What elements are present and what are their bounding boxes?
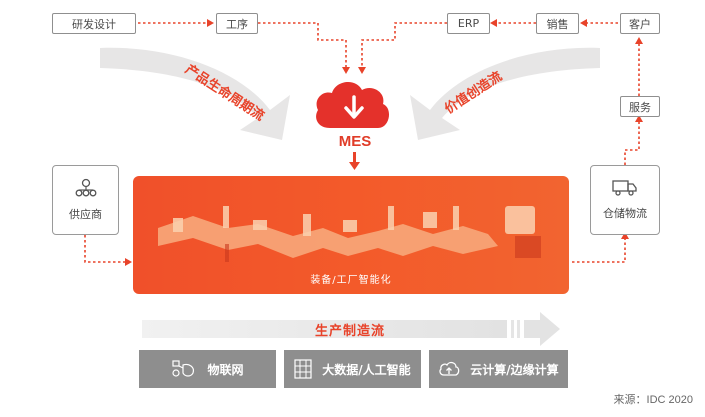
logistics-box: 仓储物流 — [590, 165, 660, 235]
arrowhead — [125, 258, 132, 266]
rd-design-box: 研发设计 — [52, 13, 136, 34]
logistics-label: 仓储物流 — [603, 205, 647, 221]
production-flow-label: 生产制造流 — [290, 320, 410, 339]
cloud-edge-label: 云计算/边缘计算 — [470, 361, 558, 378]
process-box: 工序 — [216, 13, 258, 34]
bigdata-ai-box: 大数据/人工智能 — [284, 350, 421, 388]
data-grid-icon — [294, 359, 312, 379]
iot-box: 物联网 — [139, 350, 276, 388]
iot-label: 物联网 — [207, 361, 243, 378]
cloud-upload-icon — [438, 360, 460, 378]
customer-label: 客户 — [629, 16, 651, 32]
connector-logistics-service — [625, 118, 639, 165]
mes-label: MES — [335, 133, 375, 150]
supplier-label: 供应商 — [69, 206, 102, 222]
connector-supplier-factory — [85, 235, 128, 262]
sales-box: 销售 — [536, 13, 579, 34]
arrowhead — [342, 67, 350, 74]
customer-box: 客户 — [620, 13, 660, 34]
arrowhead — [358, 67, 366, 74]
supplier-network-icon — [75, 178, 97, 198]
arrowhead — [580, 19, 587, 27]
flow-stripe — [517, 320, 520, 338]
mes-down-arrow-head — [349, 162, 360, 170]
erp-label: ERP — [458, 17, 479, 30]
flow-stripe — [511, 320, 514, 338]
iot-icon — [171, 359, 197, 379]
factory-label: 装备/工厂智能化 — [133, 271, 569, 286]
service-label: 服务 — [629, 99, 651, 115]
truck-icon — [612, 179, 638, 197]
source-note: 来源：IDC 2020 — [614, 391, 693, 407]
value-arc-arrow — [410, 48, 600, 140]
sales-label: 销售 — [547, 16, 569, 32]
arrowhead — [490, 19, 497, 27]
supplier-box: 供应商 — [52, 165, 119, 235]
erp-box: ERP — [447, 13, 490, 34]
arrowhead — [207, 19, 214, 27]
arrowhead — [635, 37, 643, 44]
bigdata-ai-label: 大数据/人工智能 — [322, 361, 410, 378]
smart-factory-panel: 装备/工厂智能化 — [133, 176, 569, 294]
mes-cloud-icon — [316, 82, 389, 128]
cloud-edge-box: 云计算/边缘计算 — [429, 350, 568, 388]
connector-process-mes — [258, 23, 346, 70]
connector-factory-logistics — [572, 235, 625, 262]
service-box: 服务 — [620, 96, 660, 117]
rd-design-label: 研发设计 — [72, 16, 116, 32]
connector-erp-mes — [362, 23, 447, 70]
process-label: 工序 — [226, 16, 248, 32]
production-flow-arrowhead — [524, 312, 560, 346]
